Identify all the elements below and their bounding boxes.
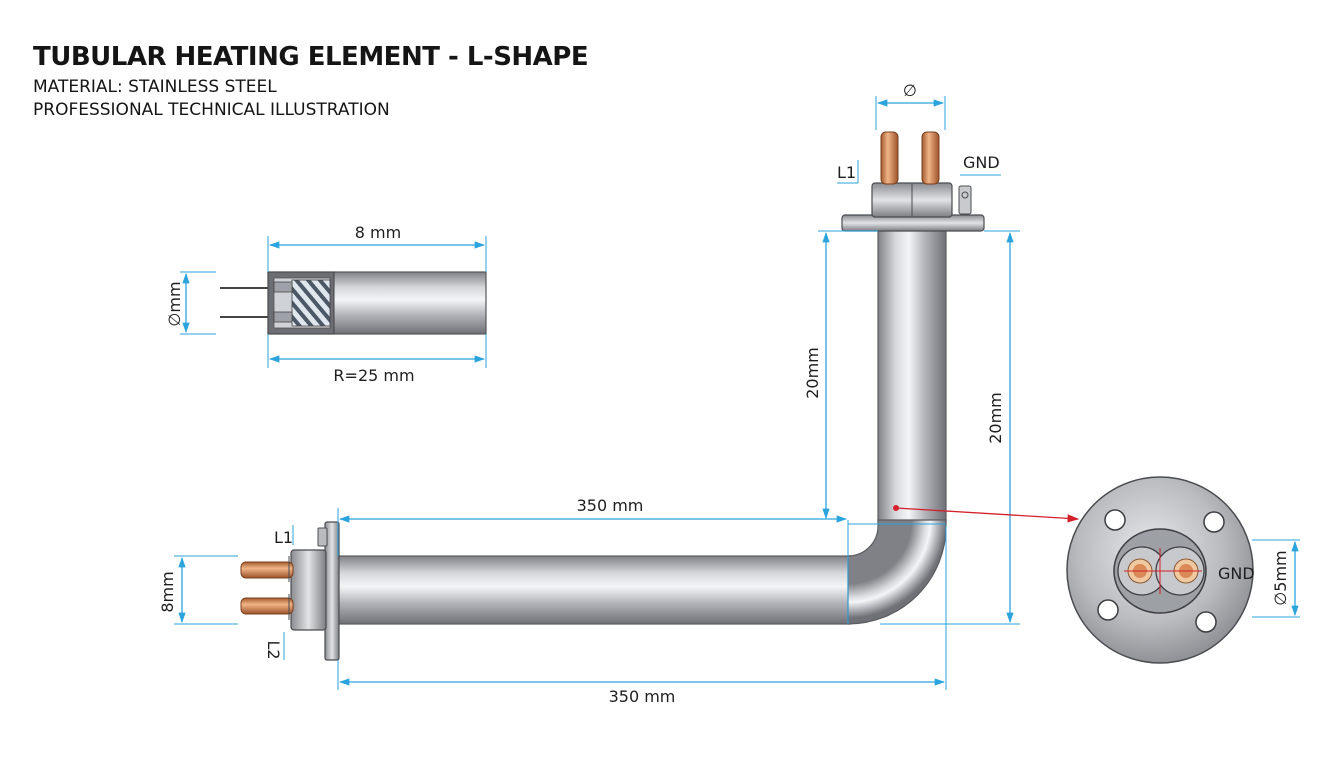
mounting-hole <box>1203 511 1225 533</box>
end-view-disc <box>1066 476 1254 664</box>
top-terminal-assembly <box>841 131 985 232</box>
end-view-diameter-label: ∅5mm <box>1271 550 1290 605</box>
vertical-overall-dimension: 20mm <box>880 230 1020 625</box>
top-l1-label: L1 <box>837 163 856 182</box>
left-terminal-spacing-dimension: 8mm <box>158 555 238 625</box>
mounting-hole <box>1195 611 1217 633</box>
section-callout-arrow <box>893 505 1080 523</box>
detail-diameter-dimension: ∅mm <box>165 271 216 335</box>
end-view-diameter-dimension: ∅5mm <box>1252 539 1300 618</box>
left-l1-label: L1 <box>274 528 293 547</box>
l-shaped-tube <box>337 229 947 625</box>
drawing-title: TUBULAR HEATING ELEMENT - L-SHAPE <box>33 42 589 72</box>
detail-section-view <box>220 271 487 335</box>
left-l2-label: L2 <box>264 640 283 659</box>
top-gnd-label: GND <box>963 153 1000 172</box>
detail-radius-dimension: R=25 mm <box>267 334 487 385</box>
top-terminal-diameter-dimension: ∅ <box>875 81 946 130</box>
illustration-subtitle: PROFESSIONAL TECHNICAL ILLUSTRATION <box>33 100 390 120</box>
horizontal-inner-label: 350 mm <box>577 496 644 515</box>
left-terminal-assembly <box>240 521 340 661</box>
horizontal-overall-label: 350 mm <box>609 687 676 706</box>
detail-diameter-label: ∅mm <box>165 281 184 326</box>
vertical-inner-label: 20mm <box>803 347 822 399</box>
mounting-hole <box>1104 509 1126 531</box>
left-spacing-label: 8mm <box>158 571 177 612</box>
top-diameter-label: ∅ <box>903 81 917 100</box>
mounting-hole <box>1097 599 1119 621</box>
end-view-gnd-label: GND <box>1218 564 1255 583</box>
vertical-inner-dimension: 20mm <box>803 230 878 520</box>
horizontal-inner-dimension: 350 mm <box>337 496 848 556</box>
material-subtitle: MATERIAL: STAINLESS STEEL <box>33 77 277 97</box>
detail-radius-label: R=25 mm <box>333 366 414 385</box>
detail-length-label: 8 mm <box>355 223 401 242</box>
horizontal-overall-dimension: 350 mm <box>337 526 947 706</box>
vertical-overall-label: 20mm <box>986 392 1005 444</box>
detail-length-dimension: 8 mm <box>267 223 487 272</box>
